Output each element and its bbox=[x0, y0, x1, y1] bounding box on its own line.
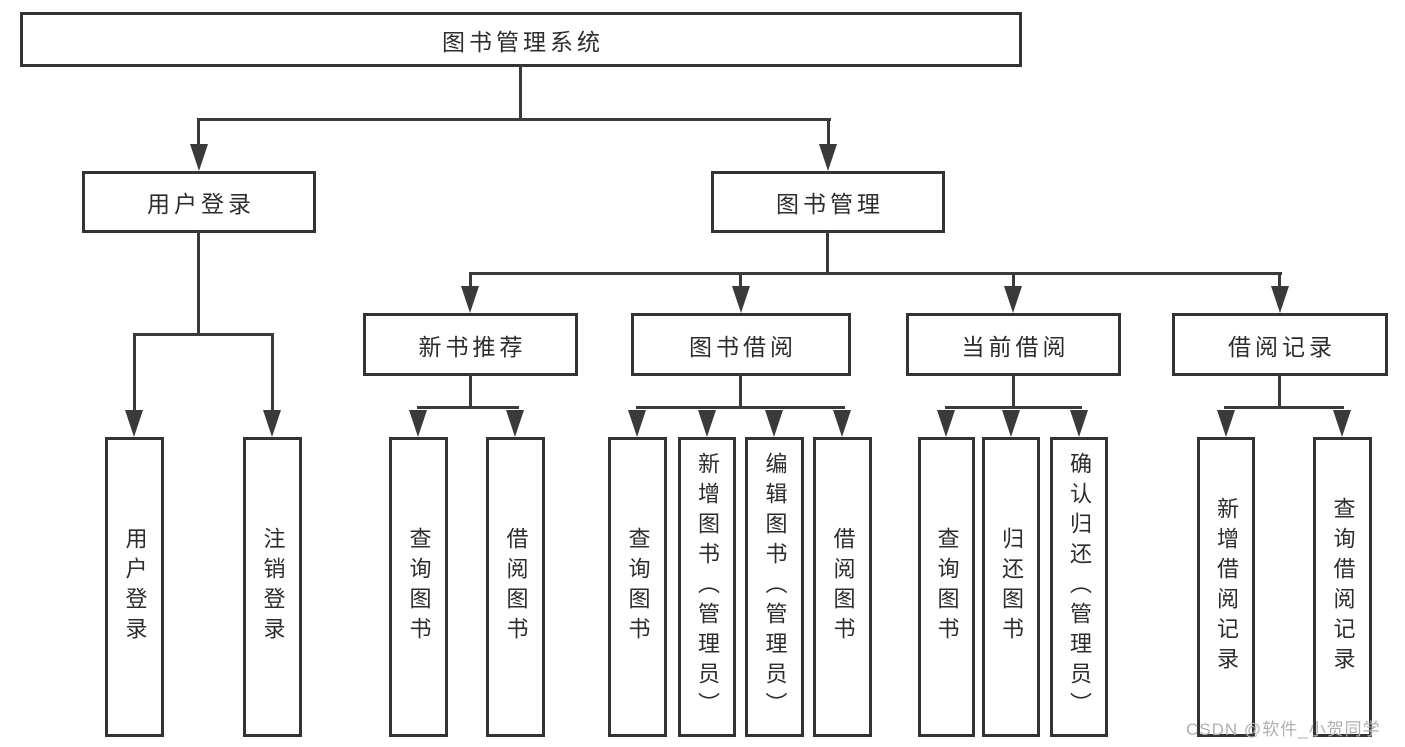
connector-line bbox=[1012, 374, 1015, 408]
leaf-logout: 注销登录 bbox=[243, 437, 302, 737]
node-book-management: 图书管理 bbox=[711, 171, 945, 233]
arrowhead-down-icon bbox=[125, 410, 143, 437]
arrowhead-down-icon bbox=[461, 286, 479, 313]
arrowhead-down-icon bbox=[937, 410, 955, 437]
connector-line bbox=[469, 272, 1282, 275]
connector-line bbox=[271, 333, 274, 412]
node-new-book-recommendation: 新书推荐 bbox=[363, 313, 578, 376]
arrowhead-down-icon bbox=[765, 410, 783, 437]
leaf-add-borrow-record: 新增借阅记录 bbox=[1197, 437, 1255, 737]
connector-line bbox=[469, 374, 472, 408]
arrowhead-down-icon bbox=[409, 410, 427, 437]
leaf-query-books-borrowing: 查询图书 bbox=[608, 437, 667, 737]
leaf-borrow-books-borrowing: 借阅图书 bbox=[813, 437, 872, 737]
connector-line bbox=[1278, 272, 1281, 288]
arrowhead-down-icon bbox=[1002, 410, 1020, 437]
connector-line bbox=[739, 374, 742, 408]
connector-line bbox=[133, 333, 136, 412]
connector-line bbox=[519, 65, 522, 121]
arrowhead-down-icon bbox=[1333, 410, 1351, 437]
arrowhead-down-icon bbox=[190, 144, 208, 171]
leaf-edit-books-admin: 编辑图书（管理员） bbox=[745, 437, 804, 737]
leaf-borrow-books-recommend: 借阅图书 bbox=[486, 437, 545, 737]
arrowhead-down-icon bbox=[819, 144, 837, 171]
csdn-watermark: CSDN @软件_小贺同学 bbox=[1186, 720, 1381, 739]
connector-line bbox=[197, 231, 200, 336]
leaf-query-books-current: 查询图书 bbox=[918, 437, 975, 737]
connector-line bbox=[197, 118, 200, 146]
node-user-login: 用户登录 bbox=[82, 171, 316, 233]
node-book-borrowing: 图书借阅 bbox=[631, 313, 851, 376]
arrowhead-down-icon bbox=[1217, 410, 1235, 437]
connector-line bbox=[417, 406, 519, 409]
leaf-confirm-return-admin: 确认归还（管理员） bbox=[1050, 437, 1108, 737]
leaf-return-books: 归还图书 bbox=[982, 437, 1040, 737]
node-root: 图书管理系统 bbox=[20, 12, 1022, 67]
connector-line bbox=[827, 118, 830, 146]
leaf-query-borrow-record: 查询借阅记录 bbox=[1313, 437, 1372, 737]
connector-line bbox=[945, 406, 1082, 409]
node-borrowing-records: 借阅记录 bbox=[1172, 313, 1388, 376]
arrowhead-down-icon bbox=[732, 286, 750, 313]
arrowhead-down-icon bbox=[1070, 410, 1088, 437]
connector-line bbox=[636, 406, 845, 409]
arrowhead-down-icon bbox=[506, 410, 524, 437]
connector-line bbox=[739, 272, 742, 288]
arrowhead-down-icon bbox=[628, 410, 646, 437]
node-current-borrowing: 当前借阅 bbox=[906, 313, 1121, 376]
connector-line bbox=[133, 333, 274, 336]
arrowhead-down-icon bbox=[1004, 286, 1022, 313]
arrowhead-down-icon bbox=[1271, 286, 1289, 313]
leaf-query-books-recommend: 查询图书 bbox=[389, 437, 448, 737]
connector-line bbox=[1278, 374, 1281, 408]
connector-line bbox=[197, 118, 831, 121]
connector-line bbox=[826, 231, 829, 275]
leaf-add-books-admin: 新增图书（管理员） bbox=[678, 437, 736, 737]
arrowhead-down-icon bbox=[698, 410, 716, 437]
arrowhead-down-icon bbox=[263, 410, 281, 437]
connector-line bbox=[469, 272, 472, 288]
arrowhead-down-icon bbox=[833, 410, 851, 437]
connector-line bbox=[1012, 272, 1015, 288]
connector-line bbox=[1224, 406, 1344, 409]
leaf-user-login: 用户登录 bbox=[105, 437, 164, 737]
